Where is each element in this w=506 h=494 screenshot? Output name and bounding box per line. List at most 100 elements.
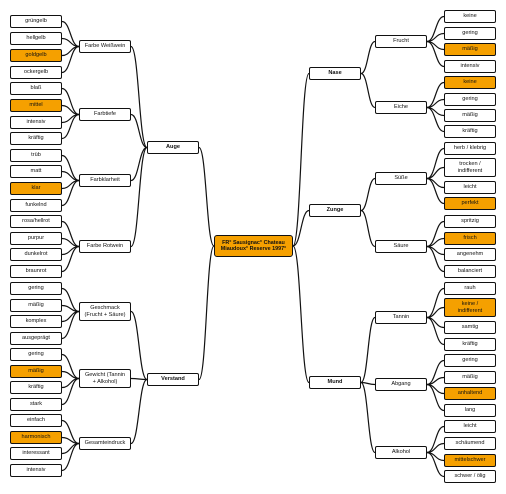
group-tannin[interactable]: Tannin (375, 311, 427, 324)
leaf-trueb[interactable]: trüb (10, 149, 62, 162)
connector-line (292, 245, 310, 384)
leaf-braunrot[interactable]: braunrot (10, 265, 62, 278)
connector-line (360, 316, 376, 384)
leaf-blass[interactable]: blaß (10, 82, 62, 95)
leaf-intensiv-frucht[interactable]: intensiv (444, 60, 496, 73)
leaf-maessig-eiche[interactable]: mäßig (444, 109, 496, 122)
leaf-komplex[interactable]: komplex (10, 315, 62, 328)
leaf-mittelschwer[interactable]: mittelschwer (444, 454, 496, 467)
leaf-hellgelb[interactable]: hellgelb (10, 32, 62, 45)
leaf-gering-abgang[interactable]: gering (444, 354, 496, 367)
leaf-gering-geschmack[interactable]: gering (10, 282, 62, 295)
leaf-keine-eiche[interactable]: keine (444, 76, 496, 89)
leaf-maessig-geschmack[interactable]: mäßig (10, 299, 62, 312)
leaf-harmonisch[interactable]: harmonisch (10, 431, 62, 444)
leaf-gering-eiche[interactable]: gering (444, 93, 496, 106)
leaf-perfekt[interactable]: perfekt (444, 197, 496, 210)
leaf-leicht-suesse[interactable]: leicht (444, 181, 496, 194)
leaf-funkelnd[interactable]: funkelnd (10, 199, 62, 212)
leaf-angenehm[interactable]: angenehm (444, 248, 496, 261)
connector-line (198, 146, 215, 247)
connector-line (61, 442, 80, 472)
category-nase[interactable]: Nase (309, 67, 361, 80)
group-gewicht[interactable]: Gewicht (Tannin + Alkohol) (79, 369, 131, 388)
connector-line (61, 45, 80, 74)
category-zunge[interactable]: Zunge (309, 204, 361, 217)
leaf-kraeftig-farbtiefe[interactable]: kräftig (10, 132, 62, 145)
leaf-einfach[interactable]: einfach (10, 414, 62, 427)
group-frucht[interactable]: Frucht (375, 35, 427, 48)
leaf-schwer-oelig[interactable]: schwer / ölig (444, 470, 496, 483)
connector-line (292, 209, 310, 247)
leaf-matt[interactable]: matt (10, 165, 62, 178)
leaf-ockergelb[interactable]: ockergelb (10, 66, 62, 79)
connector-line (360, 209, 376, 248)
leaf-keine-frucht[interactable]: keine (444, 10, 496, 23)
group-eiche[interactable]: Eiche (375, 101, 427, 114)
group-farbklarheit[interactable]: Farbklarheit (79, 174, 131, 187)
group-alkohol[interactable]: Alkohol (375, 446, 427, 459)
leaf-intensiv-farbtiefe[interactable]: intensiv (10, 116, 62, 129)
leaf-klar[interactable]: klar (10, 182, 62, 195)
group-farbe-weisswein[interactable]: Farbe Weißwein (79, 40, 131, 53)
group-suesse[interactable]: Süße (375, 172, 427, 185)
leaf-ausgepraegt[interactable]: ausgeprägt (10, 332, 62, 345)
group-farbe-rotwein[interactable]: Farbe Rotwein (79, 240, 131, 253)
leaf-keine-indifferent[interactable]: keine / indifferent (444, 298, 496, 317)
group-abgang[interactable]: Abgang (375, 378, 427, 391)
center-wine-node[interactable]: FR° Sausignac° Chateau Miaudoux° Reserve… (214, 235, 293, 257)
leaf-interessant[interactable]: interessant (10, 447, 62, 460)
connector-line (198, 245, 215, 381)
connector-line (130, 310, 148, 381)
group-gesamteindruck[interactable]: Gesamteindruck (79, 437, 131, 450)
group-geschmack[interactable]: Geschmack (Frucht + Säure) (79, 302, 131, 321)
connector-line (61, 245, 80, 273)
leaf-spritzig[interactable]: spritzig (444, 215, 496, 228)
group-farbtiefe[interactable]: Farbtiefe (79, 108, 131, 121)
leaf-trocken-indifferent[interactable]: trocken / indifferent (444, 158, 496, 177)
leaf-gering-frucht[interactable]: gering (444, 27, 496, 40)
connector-line (360, 40, 376, 75)
connector-line (426, 177, 445, 205)
leaf-dunkelrot[interactable]: dunkelrot (10, 248, 62, 261)
leaf-frisch[interactable]: frisch (444, 232, 496, 245)
leaf-maessig-frucht[interactable]: mäßig (444, 43, 496, 56)
leaf-gering-gewicht[interactable]: gering (10, 348, 62, 361)
connector-line (61, 179, 80, 207)
leaf-purpur[interactable]: purpur (10, 232, 62, 245)
leaf-samtig[interactable]: samtig (444, 321, 496, 334)
connector-line (292, 72, 310, 247)
leaf-intensiv-gesamt[interactable]: intensiv (10, 464, 62, 477)
connector-line (426, 106, 445, 133)
leaf-kraeftig-eiche[interactable]: kräftig (444, 125, 496, 138)
leaf-gruengelb[interactable]: grüngelb (10, 15, 62, 28)
leaf-herb-klebrig[interactable]: herb / klebrig (444, 142, 496, 155)
leaf-kraeftig-gewicht[interactable]: kräftig (10, 381, 62, 394)
category-auge[interactable]: Auge (147, 141, 199, 154)
connector-line (426, 245, 445, 273)
leaf-leicht-alkohol[interactable]: leicht (444, 420, 496, 433)
connector-line (426, 40, 445, 68)
connector-line (360, 381, 376, 454)
leaf-maessig-abgang[interactable]: mäßig (444, 371, 496, 384)
leaf-balanciert[interactable]: balanciert (444, 265, 496, 278)
leaf-mittel[interactable]: mittel (10, 99, 62, 112)
leaf-schaeumend[interactable]: schäumend (444, 437, 496, 450)
leaf-rauh[interactable]: rauh (444, 282, 496, 295)
leaf-stark[interactable]: stark (10, 398, 62, 411)
connector-line (130, 378, 148, 445)
connector-line (426, 147, 445, 180)
category-verstand[interactable]: Verstand (147, 373, 199, 386)
connector-line (360, 177, 376, 212)
leaf-rosa-hellrot[interactable]: rosa/hellrot (10, 215, 62, 228)
connector-line (426, 451, 445, 478)
leaf-anhaltend[interactable]: anhaltend (444, 387, 496, 400)
leaf-kraeftig-tannin[interactable]: kräftig (444, 338, 496, 351)
leaf-goldgelb[interactable]: goldgelb (10, 49, 62, 62)
group-saeure[interactable]: Säure (375, 240, 427, 253)
category-mund[interactable]: Mund (309, 376, 361, 389)
leaf-maessig-gewicht[interactable]: mäßig (10, 365, 62, 378)
connector-line (61, 310, 80, 340)
leaf-lang[interactable]: lang (444, 404, 496, 417)
